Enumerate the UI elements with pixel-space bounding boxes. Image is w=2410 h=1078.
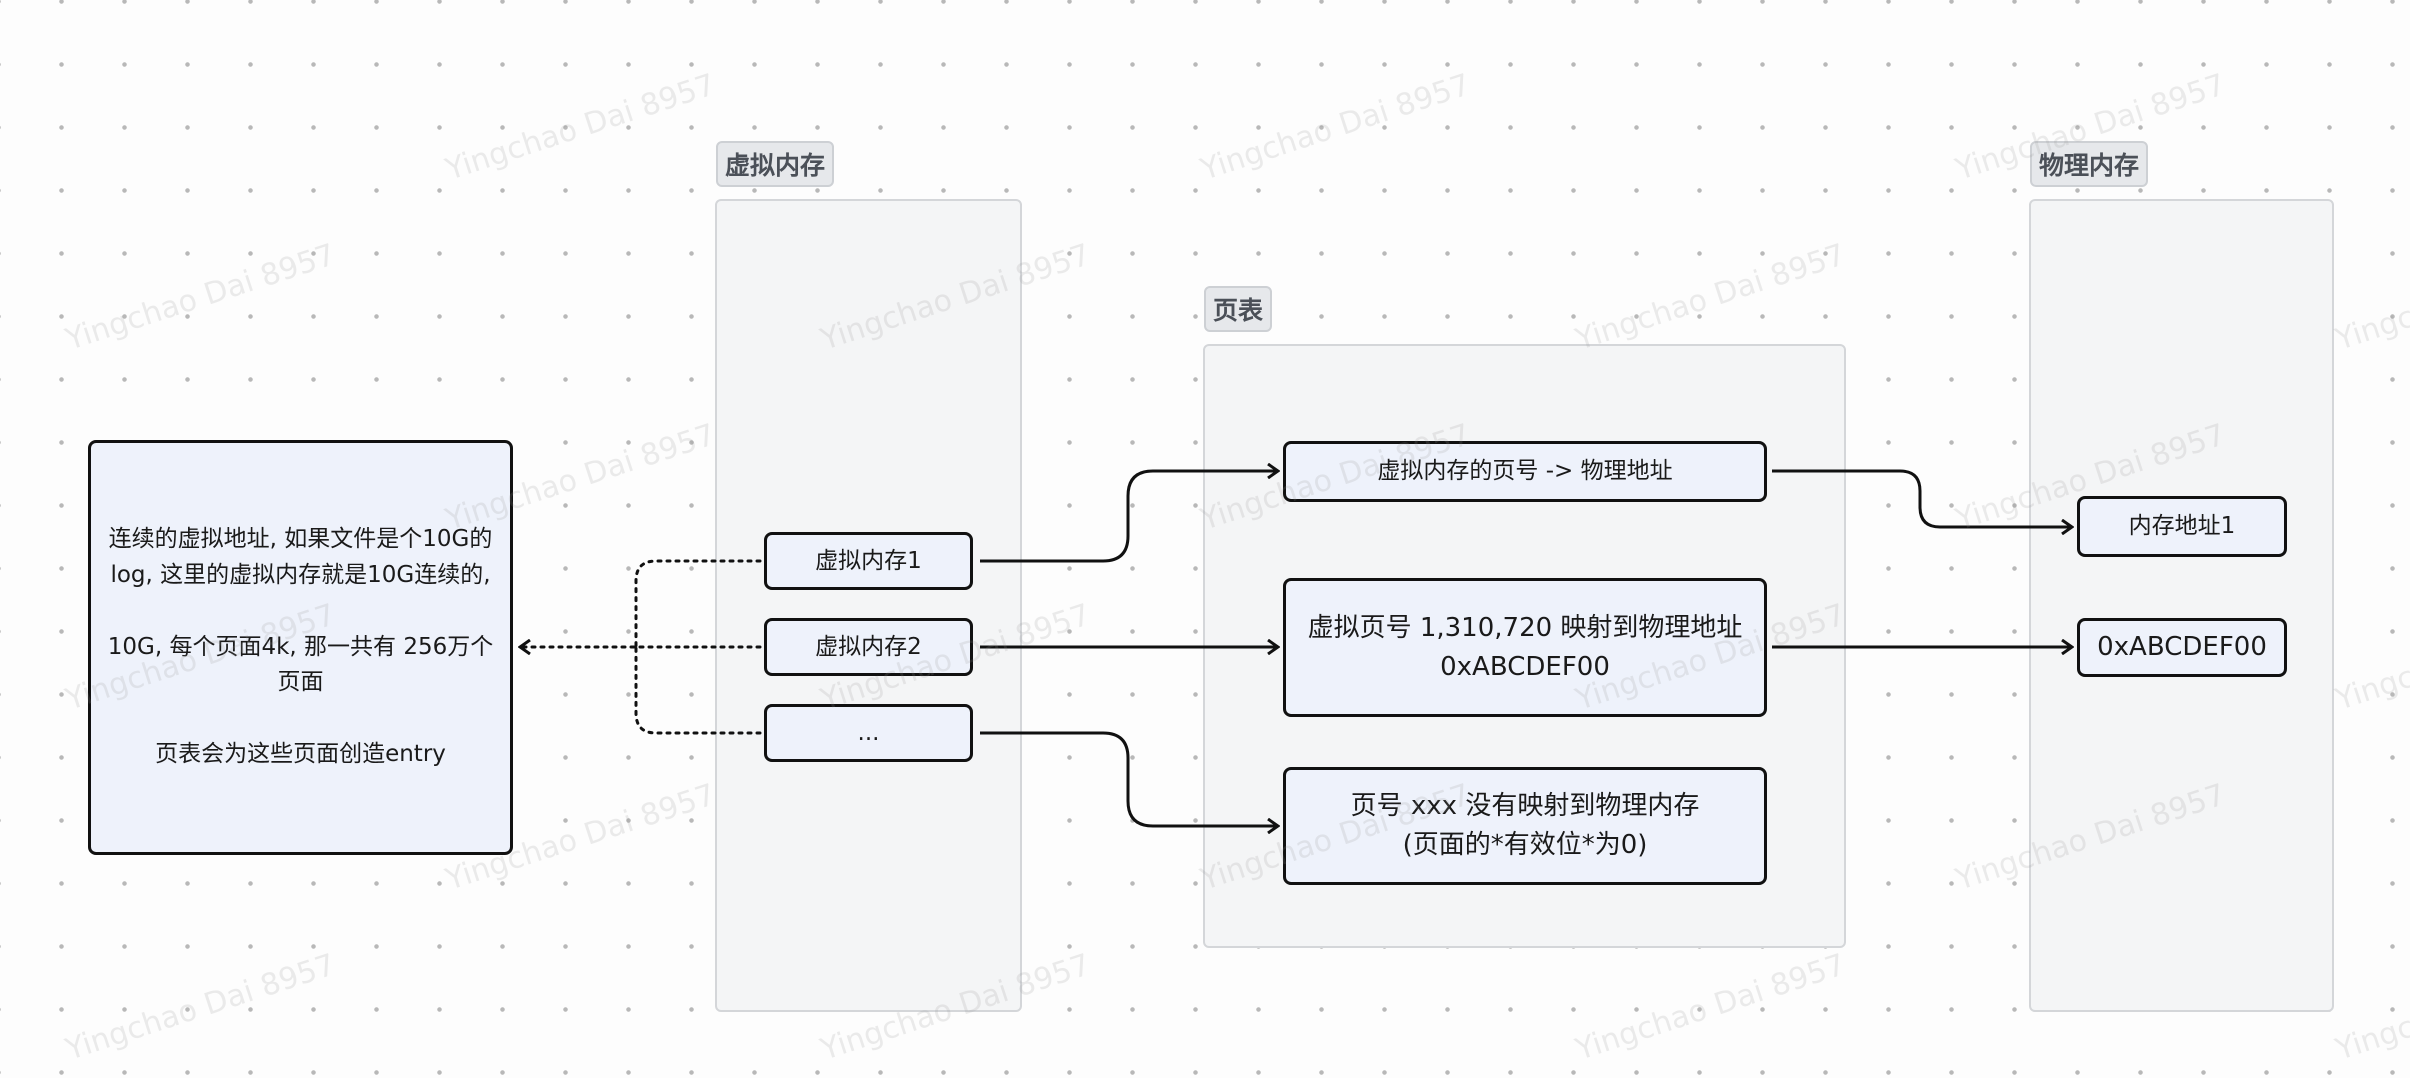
page-table-entry-mapped[interactable]: 虚拟页号 1,310,720 映射到物理地址 0xABCDEF00: [1283, 578, 1767, 717]
note-line-1: 连续的虚拟地址, 如果文件是个10G的log, 这里的虚拟内存就是10G连续的,: [108, 526, 493, 589]
virtual-memory-group[interactable]: [715, 199, 1022, 1012]
arrow-pt1-to-pa1: [1772, 469, 2072, 527]
virtual-memory-1[interactable]: 虚拟内存1: [764, 532, 973, 590]
page-table-entry-mapped-text: 虚拟页号 1,310,720 映射到物理地址 0xABCDEF00: [1307, 612, 1743, 682]
physical-memory-group[interactable]: [2029, 199, 2334, 1012]
page-table-entry-unmapped-text: 页号 xxx 没有映射到物理内存 (页面的*有效位*为0): [1350, 791, 1700, 860]
physical-address-1[interactable]: 内存地址1: [2077, 496, 2287, 557]
note-line-2: 10G, 每个页面4k, 那一共有 256万个页面: [107, 633, 494, 696]
arrow-vm1-to-pt1: [980, 471, 1278, 563]
dotted-link-vm3: [634, 645, 762, 735]
virtual-memory-label: 虚拟内存: [716, 141, 835, 187]
note-line-3: 页表会为这些页面创造entry: [155, 740, 446, 767]
explanation-note[interactable]: 连续的虚拟地址, 如果文件是个10G的log, 这里的虚拟内存就是10G连续的,…: [88, 440, 513, 855]
page-table-entry-unmapped[interactable]: 页号 xxx 没有映射到物理内存 (页面的*有效位*为0): [1283, 767, 1767, 885]
virtual-memory-2[interactable]: 虚拟内存2: [764, 618, 973, 676]
physical-memory-label: 物理内存: [2030, 141, 2149, 187]
physical-address-abcdef00[interactable]: 0xABCDEF00: [2077, 618, 2287, 677]
page-table-label: 页表: [1204, 286, 1273, 332]
virtual-memory-more[interactable]: ...: [764, 704, 973, 762]
arrow-vm3-to-pt3: [980, 731, 1278, 826]
dotted-link-vm1: [634, 559, 762, 649]
page-table-entry-header[interactable]: 虚拟内存的页号 -> 物理地址: [1283, 441, 1767, 502]
